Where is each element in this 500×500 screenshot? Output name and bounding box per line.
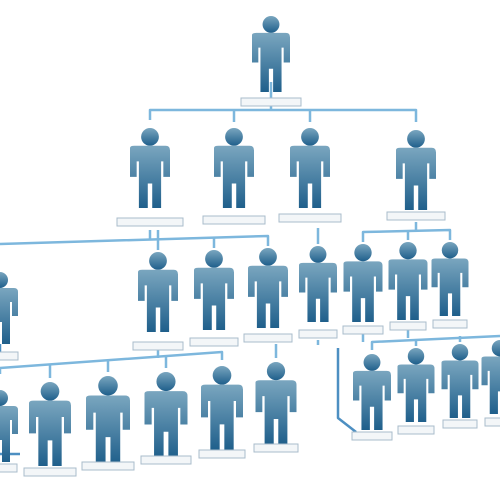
person-icon (248, 248, 288, 328)
name-box (240, 97, 302, 107)
person-icon (251, 16, 290, 92)
org-node (431, 242, 469, 329)
person-icon (353, 354, 391, 430)
person-icon (255, 362, 297, 444)
name-box (140, 455, 192, 465)
name-box (386, 211, 446, 221)
name-box (432, 319, 468, 329)
org-node (278, 128, 342, 223)
person-icon (388, 242, 428, 320)
org-node (23, 382, 77, 477)
name-box (253, 443, 299, 453)
person-icon (397, 348, 435, 422)
name-box (116, 217, 184, 227)
connector-line (361, 228, 452, 242)
org-node (132, 252, 184, 351)
connector-line (0, 350, 224, 374)
name-box (351, 431, 393, 441)
person-icon (28, 382, 71, 466)
name-box (389, 321, 427, 331)
org-node (386, 130, 446, 221)
person-icon (299, 246, 337, 322)
org-node (0, 272, 19, 361)
name-box (81, 461, 135, 471)
connector-line (148, 108, 418, 122)
name-box (397, 425, 435, 435)
org-node (342, 244, 384, 335)
org-node (81, 376, 135, 471)
name-box (342, 325, 384, 335)
name-box (442, 419, 478, 429)
name-box (23, 467, 77, 477)
org-node (198, 366, 246, 459)
org-nodes (0, 16, 500, 477)
person-icon (144, 372, 188, 458)
name-box (202, 215, 266, 225)
org-node (441, 344, 479, 429)
org-node (140, 372, 192, 465)
connector-line (336, 348, 357, 433)
person-icon (0, 272, 18, 344)
name-box (0, 463, 18, 473)
name-box (243, 333, 293, 343)
org-node (388, 242, 428, 331)
person-icon (441, 344, 479, 418)
org-node (298, 246, 338, 339)
org-node (397, 348, 435, 435)
person-icon (0, 390, 18, 462)
name-box (278, 213, 342, 223)
person-icon (290, 128, 330, 208)
person-icon (138, 252, 178, 332)
person-icon (200, 366, 243, 450)
org-node (189, 250, 239, 347)
name-box (298, 329, 338, 339)
person-icon (481, 340, 500, 414)
org-node (0, 390, 18, 473)
org-node (240, 16, 302, 107)
org-node (351, 354, 393, 441)
org-node (481, 340, 500, 427)
person-icon (396, 130, 436, 210)
org-node (116, 128, 184, 227)
person-icon (194, 250, 234, 330)
name-box (0, 351, 19, 361)
connector-line (0, 234, 270, 246)
person-icon (214, 128, 254, 208)
person-icon (86, 376, 131, 464)
org-node (253, 362, 299, 453)
person-icon (130, 128, 170, 208)
connector-lines (0, 82, 500, 456)
name-box (198, 449, 246, 459)
person-icon (431, 242, 469, 316)
connector-line (370, 334, 500, 350)
person-icon (343, 244, 383, 322)
name-box (132, 341, 184, 351)
org-node (202, 128, 266, 225)
name-box (484, 417, 500, 427)
name-box (189, 337, 239, 347)
org-node (243, 248, 293, 343)
